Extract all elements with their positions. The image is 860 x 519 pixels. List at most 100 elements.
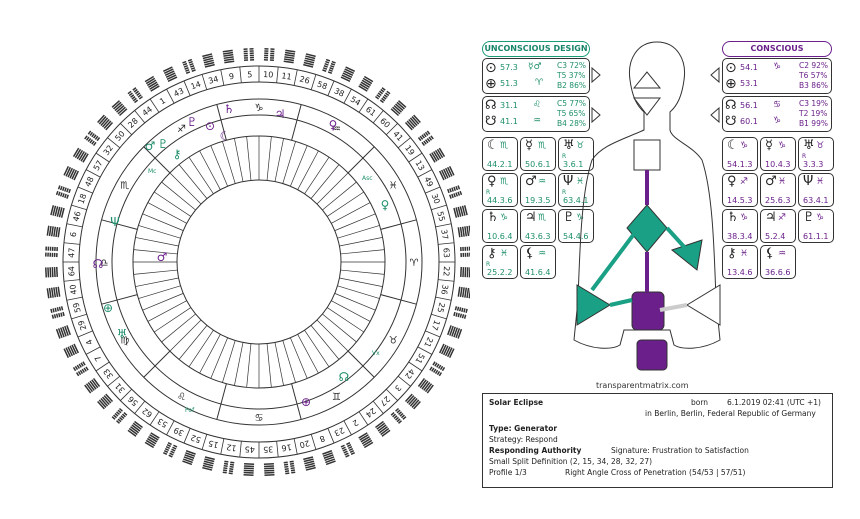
gate-label: 20 [299, 438, 311, 449]
unconscious-design-header: UNCONSCIOUS DESIGN [482, 41, 590, 57]
retrograde-mark: R [486, 261, 491, 268]
sign-divider [143, 146, 171, 174]
sun-c-line: C3 72% [557, 61, 587, 70]
spoke [340, 249, 385, 255]
hexagram-icon [97, 114, 114, 131]
hexagram-icon [46, 286, 61, 299]
root-center[interactable] [636, 339, 668, 371]
sign-icon: ♑ [816, 213, 825, 223]
info-cross: Right Angle Cross of Penetration (54/53 … [565, 468, 746, 477]
spoke [304, 329, 330, 367]
gate-label: 54 [349, 95, 362, 108]
earth-b-line: B2 86% [557, 81, 586, 90]
gate-label: 53 [156, 416, 169, 429]
gate-divider [71, 313, 87, 320]
planet-icon: Ψ [803, 174, 814, 189]
sign-divider [143, 350, 171, 378]
planet-cell: ⚸♒41.6.4 [520, 245, 556, 279]
site-label[interactable]: transparentmatrix.com [596, 381, 689, 390]
zodiac-signs: ♑♒♓♈♉♊♋♌♍♎♏♐ [100, 103, 419, 424]
planet-value: 50.6.1 [525, 160, 551, 169]
gate-label: 57 [92, 159, 105, 172]
spoke [310, 325, 340, 360]
gate-label: 1 [158, 96, 167, 106]
gate-outer-circle [62, 65, 456, 459]
planet-cell: ♇♑61.1.1 [798, 209, 834, 243]
gate-divider [220, 69, 225, 86]
snode-value: 60.1 [740, 117, 758, 126]
spoke [326, 191, 364, 217]
hexagram-icon [439, 165, 455, 181]
gate-label: 27 [378, 394, 392, 408]
sun-c-line: C2 92% [799, 61, 829, 70]
gate-divider [397, 375, 411, 387]
gate-divider [438, 242, 455, 245]
gate-divider [71, 204, 87, 211]
gate-divider [293, 69, 298, 86]
planet-value: 41.6.4 [525, 268, 551, 277]
planet-icon: ☿ [765, 138, 773, 153]
sign-icon: ♒ [538, 177, 547, 187]
spleen-center[interactable] [576, 284, 611, 326]
sun-sign: ☿♂ [528, 62, 542, 72]
gate-label: 43 [172, 86, 185, 98]
wheel-planet-icon: ☾ [220, 129, 231, 143]
sign-divider [216, 104, 227, 141]
south-node-icon: ☋ [485, 114, 497, 129]
planet-value: 36.6.6 [765, 268, 791, 277]
planet-icon: ♇ [563, 210, 575, 225]
gate-label: 21 [422, 336, 434, 349]
spoke [138, 225, 181, 239]
snode-sign: ♑ [773, 116, 782, 126]
wheel-planet-icon: ⊙ [205, 119, 215, 133]
sun-value: 57.3 [500, 63, 518, 72]
gate-divider [63, 279, 80, 282]
gate-divider [435, 223, 452, 228]
spoke [339, 237, 383, 247]
spoke [133, 249, 178, 255]
hexagram-icon [202, 53, 215, 68]
sign-icon: ♓ [576, 177, 585, 187]
zodiac-sign-icon: ♎ [100, 258, 109, 269]
sign-divider [380, 294, 417, 305]
conscious-nodes-box: ☊ 56.1 ♋ C3 19% ☋ 60.1 ♑ T2 19% B1 99% [722, 96, 832, 132]
sign-icon: ♏ [538, 213, 547, 223]
info-definition: Small Split Definition (2, 15, 34, 28, 3… [489, 457, 653, 466]
planet-icon: ♄ [487, 210, 499, 225]
ajna-center [632, 97, 662, 116]
sign-icon: ♓ [740, 249, 749, 259]
channel-line [590, 228, 639, 292]
hexagram-icon [46, 225, 61, 238]
hexagram-icon [162, 66, 178, 82]
spoke [138, 285, 181, 299]
hexagram-icon [340, 66, 356, 82]
spoke [282, 141, 296, 184]
gate-label: 40 [68, 284, 78, 295]
spoke [199, 150, 221, 190]
wheel-planet-icon: ♃ [275, 107, 286, 121]
g-center[interactable] [626, 204, 668, 253]
gate-divider [438, 279, 455, 282]
gate-label: 41 [391, 129, 405, 143]
wheel-planet-icon: ⊕ [301, 395, 311, 409]
sign-divider [380, 219, 417, 230]
nnode-c-line: C5 77% [557, 99, 587, 108]
gate-divider [310, 434, 317, 450]
sign-icon: ♏ [538, 141, 547, 151]
planet-cell: ☿♏50.6.1 [520, 137, 556, 171]
sign-icon: ♏ [500, 141, 509, 151]
earth-value: 51.3 [500, 79, 518, 88]
gate-divider [239, 441, 242, 458]
hexagram-icon [453, 306, 468, 319]
planet-cell: ♄♑38.3.4 [722, 209, 758, 243]
spoke [147, 300, 187, 322]
heart-center[interactable] [670, 239, 703, 271]
hexagram-icon [182, 450, 196, 466]
hexagram-icon [84, 378, 101, 394]
planet-value: 19.3.5 [525, 196, 551, 205]
inner-circle [176, 179, 342, 345]
spoke [234, 138, 244, 182]
